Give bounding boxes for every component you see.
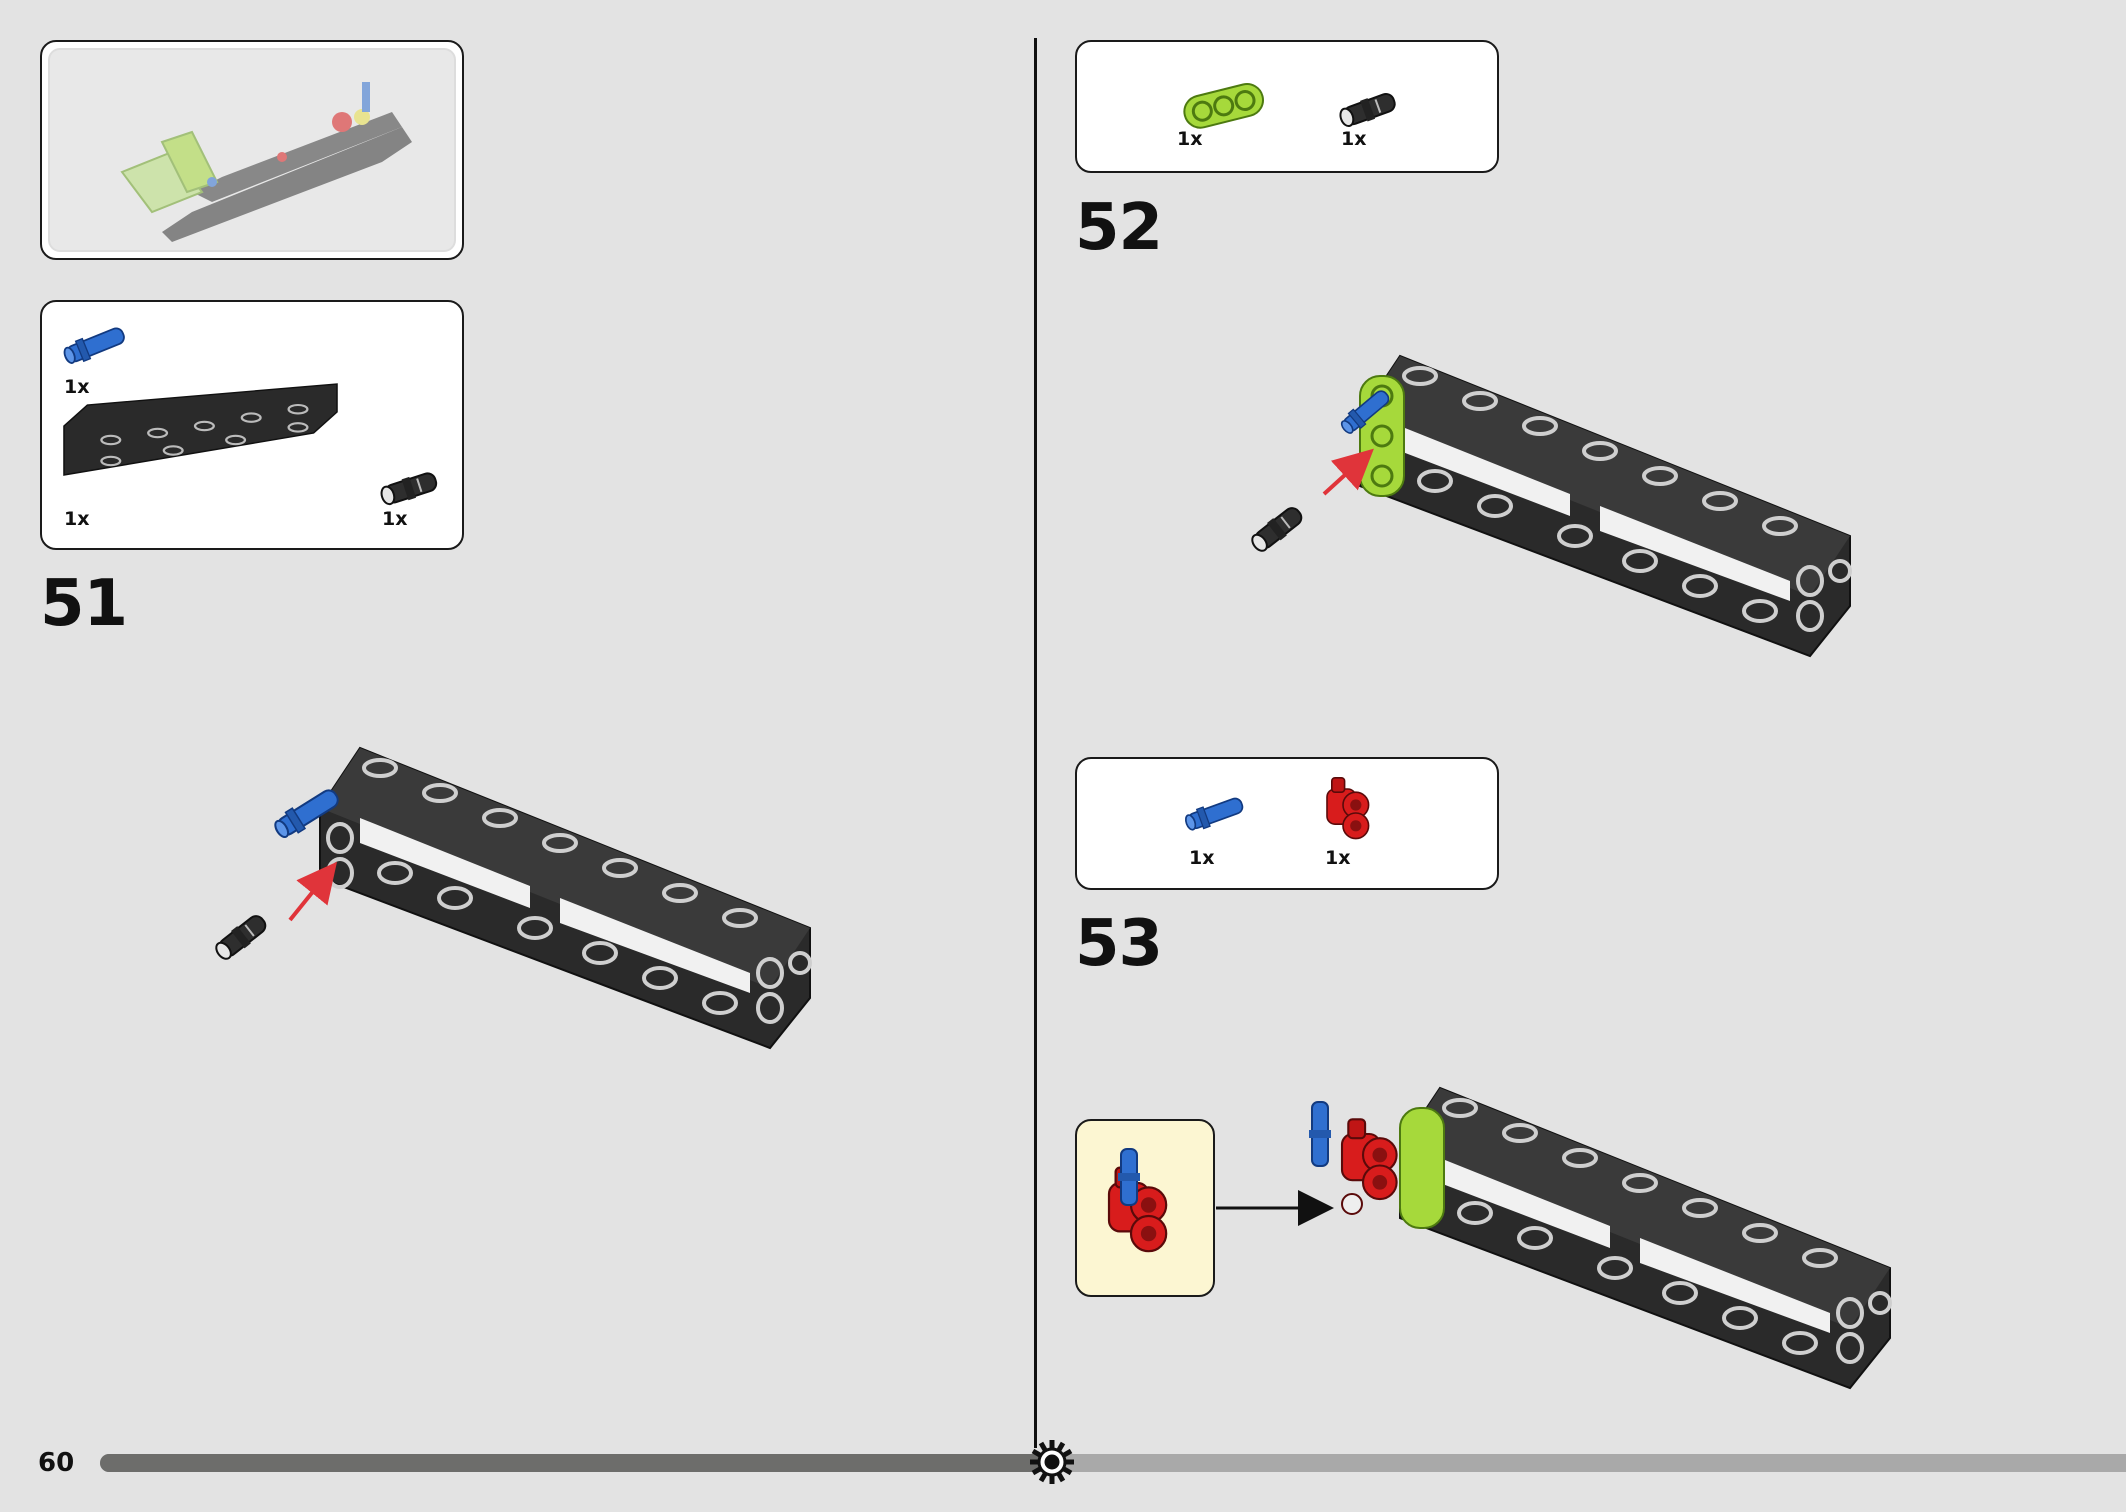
step-number: 53 — [1075, 907, 1163, 981]
model-overview-thumbnail — [40, 40, 464, 260]
black-friction-pin-icon — [1336, 88, 1399, 131]
step-number: 51 — [40, 567, 128, 641]
step-53-assembly-art — [1216, 1086, 1892, 1390]
part-qty: 1x — [382, 508, 408, 530]
step-51-assembly-art — [211, 746, 812, 1050]
progress-bar-fill — [100, 1454, 1053, 1472]
step-52-parts-box: 1x 1x — [1075, 40, 1499, 173]
overview-model-art — [120, 82, 412, 242]
blue-axle-pin-icon — [1182, 793, 1247, 835]
gear-icon — [1030, 1440, 1075, 1484]
red-double-pin-connector-icon — [1326, 776, 1370, 840]
part-qty: 1x — [1189, 847, 1215, 869]
step-number: 52 — [1075, 191, 1163, 265]
part-qty: 1x — [64, 508, 90, 530]
progress-bar — [100, 1454, 2126, 1472]
part-qty: 1x — [1177, 128, 1203, 150]
page-number: 60 — [38, 1448, 75, 1478]
lime-3-hole-beam-icon — [1179, 79, 1268, 133]
step-53-parts-box: 1x 1x — [1075, 757, 1499, 890]
step-51-parts-box: 1x 1x 1x — [40, 300, 464, 550]
black-friction-pin-icon — [377, 468, 440, 509]
subassembly-art — [1107, 1148, 1168, 1253]
black-frame-beam-icon — [63, 383, 338, 476]
page-divider — [1034, 38, 1037, 1448]
part-qty: 1x — [64, 376, 90, 398]
step-53-subassembly-callout — [1075, 1119, 1215, 1297]
part-qty: 1x — [1341, 128, 1367, 150]
step-52-assembly-art — [1247, 354, 1852, 658]
part-qty: 1x — [1325, 847, 1351, 869]
